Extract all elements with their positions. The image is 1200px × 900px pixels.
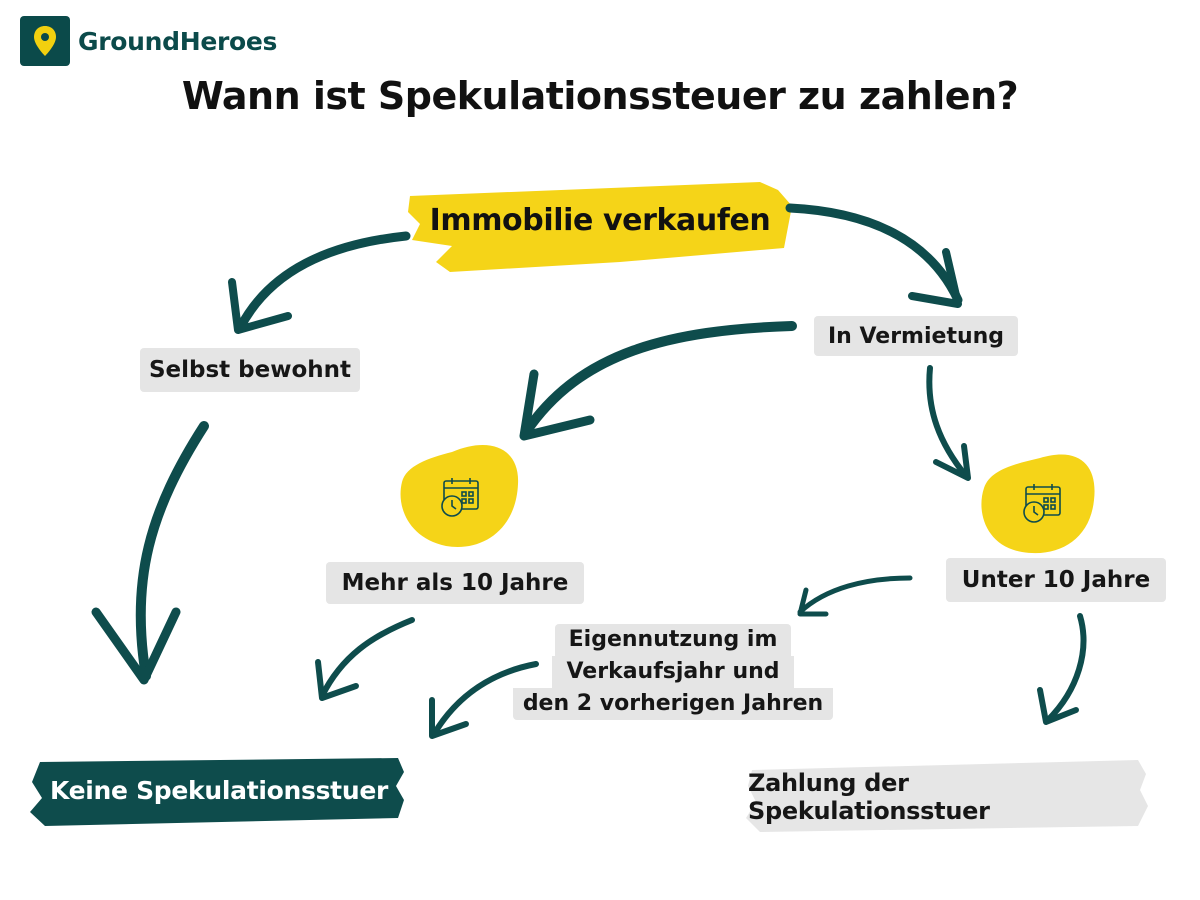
node-self-occupied: Selbst bewohnt [140, 348, 360, 392]
arrowhead [91, 607, 181, 685]
calendar-clock-icon [1023, 484, 1061, 523]
node-start: Immobilie verkaufen [429, 202, 771, 238]
node-rented: In Vermietung [814, 316, 1018, 356]
map-pin-icon [34, 26, 56, 56]
arrowhead [797, 587, 829, 617]
arrowhead [429, 697, 469, 739]
start-highlight-brush [408, 182, 792, 272]
result-pay-tax: Zahlung der Spekulationsstuer [748, 769, 990, 825]
arrowhead [908, 248, 962, 308]
result-no-brush [30, 758, 404, 826]
page-title: Wann ist Spekulationssteuer zu zahlen? [181, 74, 1019, 118]
own-use-line-1: Eigennutzung im [554, 624, 792, 656]
arrowhead [1037, 687, 1079, 725]
brand-name: GroundHeroes [78, 26, 278, 56]
node-more-than-10: Mehr als 10 Jahre [326, 562, 584, 604]
arrow-start-to-rented [785, 203, 963, 305]
arrowhead [315, 659, 359, 701]
own-use-line-2: Verkaufsjahr und [552, 656, 794, 688]
arrow-under-10-to-own-use [797, 575, 913, 615]
own-use-line-1-text: Eigennutzung im [568, 627, 778, 652]
arrowhead [933, 443, 971, 481]
arrow-under-10-to-pay-tax [1045, 613, 1087, 723]
logo-mark [20, 16, 70, 66]
arrow-more-than-10-to-no-tax [319, 617, 415, 699]
brand-logo[interactable]: GroundHeroes [20, 16, 277, 66]
result-no-tax: Keine Spekulationsstuer [49, 775, 389, 805]
own-use-line-3-text: den 2 vorherigen Jahren [522, 691, 824, 716]
own-use-line-2-text: Verkaufsjahr und [566, 659, 780, 684]
arrow-own-use-to-no-tax [431, 661, 539, 737]
arrow-start-to-self-occupied [235, 231, 411, 333]
blob-left [400, 445, 519, 547]
arrow-rented-to-more-than-10 [521, 321, 797, 437]
arrowhead [228, 278, 292, 334]
calendar-clock-icon [441, 478, 479, 517]
node-own-use: Eigennutzung im Verkaufsjahr und den 2 v… [502, 616, 844, 728]
own-use-line-3: den 2 vorherigen Jahren [512, 688, 834, 720]
arrow-rented-to-under-10 [926, 365, 969, 479]
arrow-self-occupied-to-no-tax [135, 421, 209, 681]
arrowhead [519, 369, 595, 441]
node-under-10: Unter 10 Jahre [946, 558, 1166, 602]
result-yes-brush [746, 760, 1148, 832]
